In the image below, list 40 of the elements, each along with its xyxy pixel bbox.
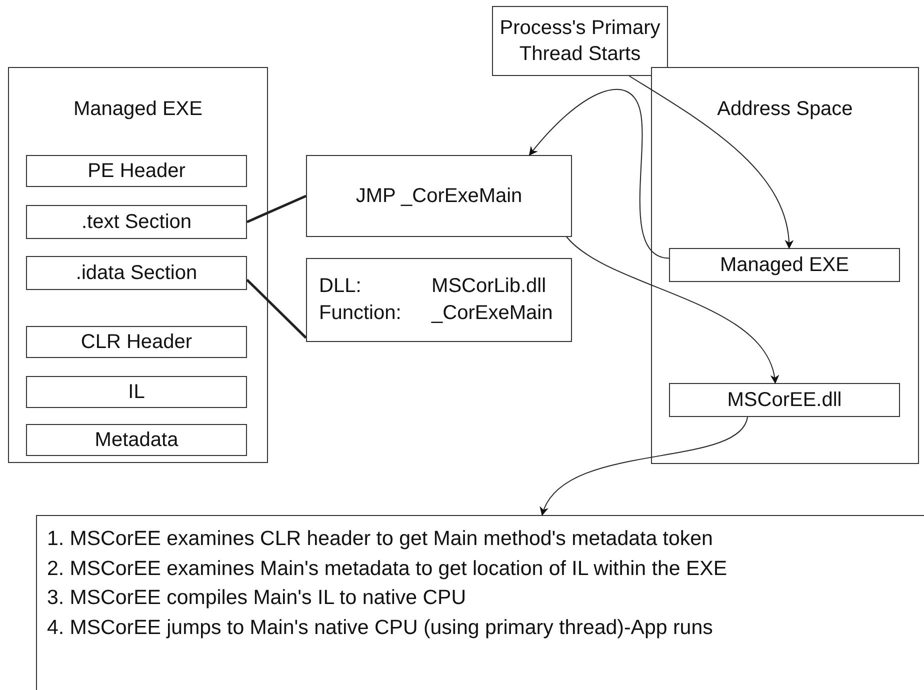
- step-text: 2. MSCorEE examines Main's metadata to get location of IL within the EXE: [47, 556, 728, 582]
- section-box: [26, 326, 247, 358]
- section-box: [26, 155, 247, 187]
- steps-panel: [36, 515, 924, 690]
- table-text: Function:: [319, 301, 402, 326]
- section-label: Managed EXE: [720, 254, 849, 276]
- section-box: [26, 205, 247, 239]
- container-heading: Managed EXE: [72, 98, 204, 121]
- step-text: 4. MSCorEE jumps to Main's native CPU (using primary thread)-App runs: [47, 615, 714, 642]
- section-box: [26, 256, 247, 290]
- step-text: 3. MSCorEE compiles Main's IL to native CPU: [47, 585, 467, 612]
- arrow: [566, 236, 778, 384]
- section-box: [26, 424, 247, 456]
- section-label: PE Header: [88, 160, 186, 182]
- section-label: IL: [128, 380, 145, 404]
- arrow: [528, 88, 670, 259]
- process-box: [306, 155, 572, 237]
- box-label: JMP _CorExeMain: [356, 184, 522, 209]
- section-label: .idata Section: [76, 262, 198, 284]
- arrow: [541, 416, 748, 516]
- section-box: [669, 383, 900, 417]
- section-label: CLR Header: [80, 330, 192, 354]
- section-box: [669, 248, 900, 282]
- connector-line: [246, 194, 306, 224]
- connector-line: [246, 278, 307, 339]
- step-text: 1. MSCorEE examines CLR header to get Main method's metadata token: [47, 526, 714, 552]
- section-label: .text Section: [81, 210, 192, 234]
- arrow: [628, 76, 793, 249]
- table-text: DLL:: [319, 274, 362, 299]
- section-box: [26, 376, 247, 408]
- import-table-box: [306, 258, 572, 342]
- container-box: [8, 67, 268, 463]
- table-text: MSCorLib.dll: [432, 274, 548, 299]
- table-text: _CorExeMain: [432, 301, 554, 326]
- container-heading: Address Space: [716, 98, 854, 121]
- container-box: [651, 67, 919, 464]
- box-label: Process's Primary Thread Starts: [498, 16, 662, 67]
- section-label: MSCorEE.dll: [727, 388, 842, 412]
- process-box: [492, 6, 668, 76]
- section-label: Metadata: [94, 428, 178, 452]
